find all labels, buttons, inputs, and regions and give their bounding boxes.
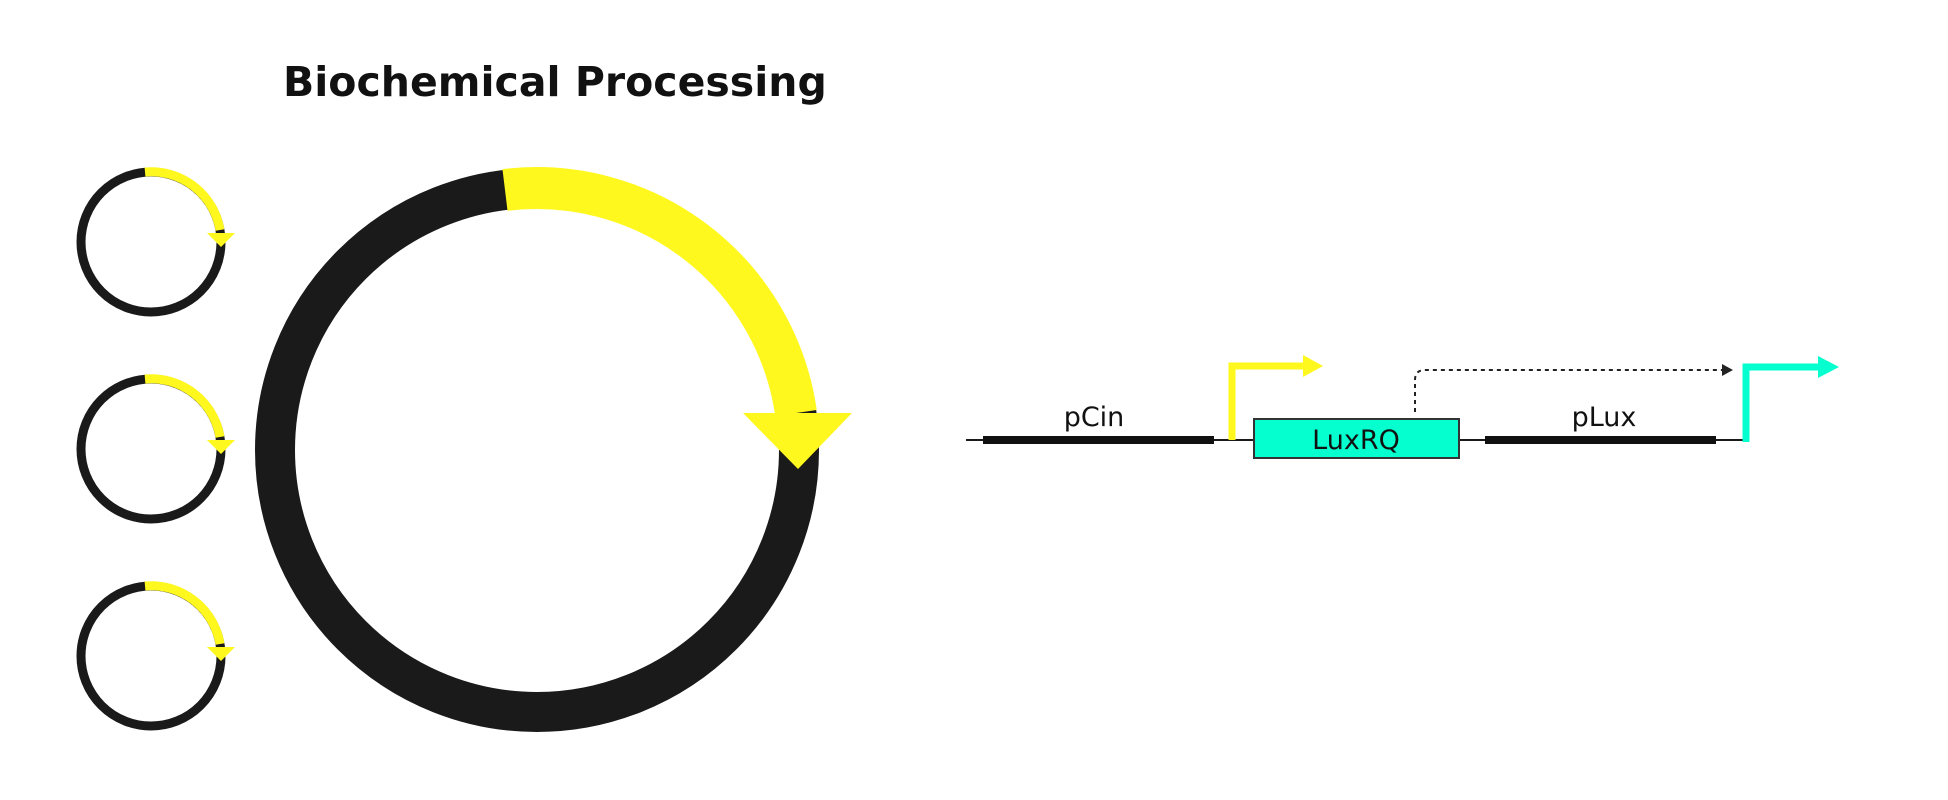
- luxrq-gene-box: [1253, 418, 1460, 459]
- small-plasmid-3: [76, 581, 235, 731]
- arrowhead-icon: [207, 647, 235, 661]
- arrowhead-icon: [207, 233, 235, 247]
- plux-label: pLux: [1572, 402, 1637, 433]
- large-plasmid: [255, 167, 852, 732]
- arrowhead-icon: [207, 440, 235, 454]
- plux-promoter-arrow-icon: [1742, 363, 1820, 442]
- genetic-construct: pCin LuxRQ pLux: [966, 355, 1839, 459]
- luxrq-label: LuxRQ: [1312, 425, 1400, 456]
- page-title: Biochemical Processing: [283, 58, 827, 106]
- small-plasmid-2: [76, 374, 235, 524]
- pcin-promoter-arrow-icon: [1228, 362, 1305, 440]
- arrowhead-icon: [743, 413, 852, 469]
- pcin-label: pCin: [1064, 402, 1125, 433]
- small-plasmid-1: [76, 167, 235, 317]
- regulation-arrow-icon: [1414, 369, 1722, 412]
